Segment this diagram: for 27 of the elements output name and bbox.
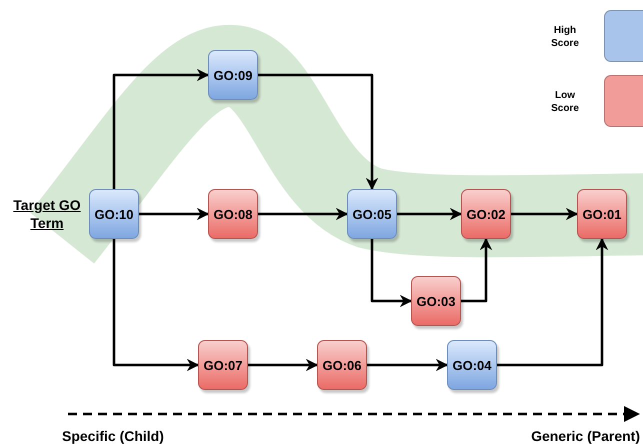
term-box: GO:07 xyxy=(198,340,248,390)
term-box: GO:10 xyxy=(89,189,139,239)
term-box: GO:08 xyxy=(208,189,258,239)
term-box: GO:09 xyxy=(208,50,258,100)
term-box: GO:04 xyxy=(447,340,497,390)
node-caption: Target GO Term xyxy=(12,196,82,232)
axis-label: Generic (Parent) xyxy=(530,428,640,444)
axis-label: Specific (Child) xyxy=(62,428,164,444)
arrow xyxy=(139,208,210,220)
term-box: GO:01 xyxy=(577,189,627,239)
arrow xyxy=(258,208,348,220)
term-box: GO:03 xyxy=(411,276,461,326)
legend-label: High Score xyxy=(550,24,580,50)
arrow xyxy=(497,238,608,366)
arrow xyxy=(397,208,462,220)
term-box: GO:05 xyxy=(347,189,397,239)
arrow xyxy=(461,238,492,302)
legend-label: Low Score xyxy=(550,89,580,115)
arrow xyxy=(248,358,318,372)
arrow xyxy=(511,208,578,220)
arrow xyxy=(112,68,210,189)
term-box: GO:06 xyxy=(317,340,367,390)
arrow xyxy=(112,239,200,372)
arrow xyxy=(367,358,448,372)
term-box: GO:02 xyxy=(461,189,511,239)
arrow xyxy=(370,239,412,308)
arrow xyxy=(258,74,378,190)
